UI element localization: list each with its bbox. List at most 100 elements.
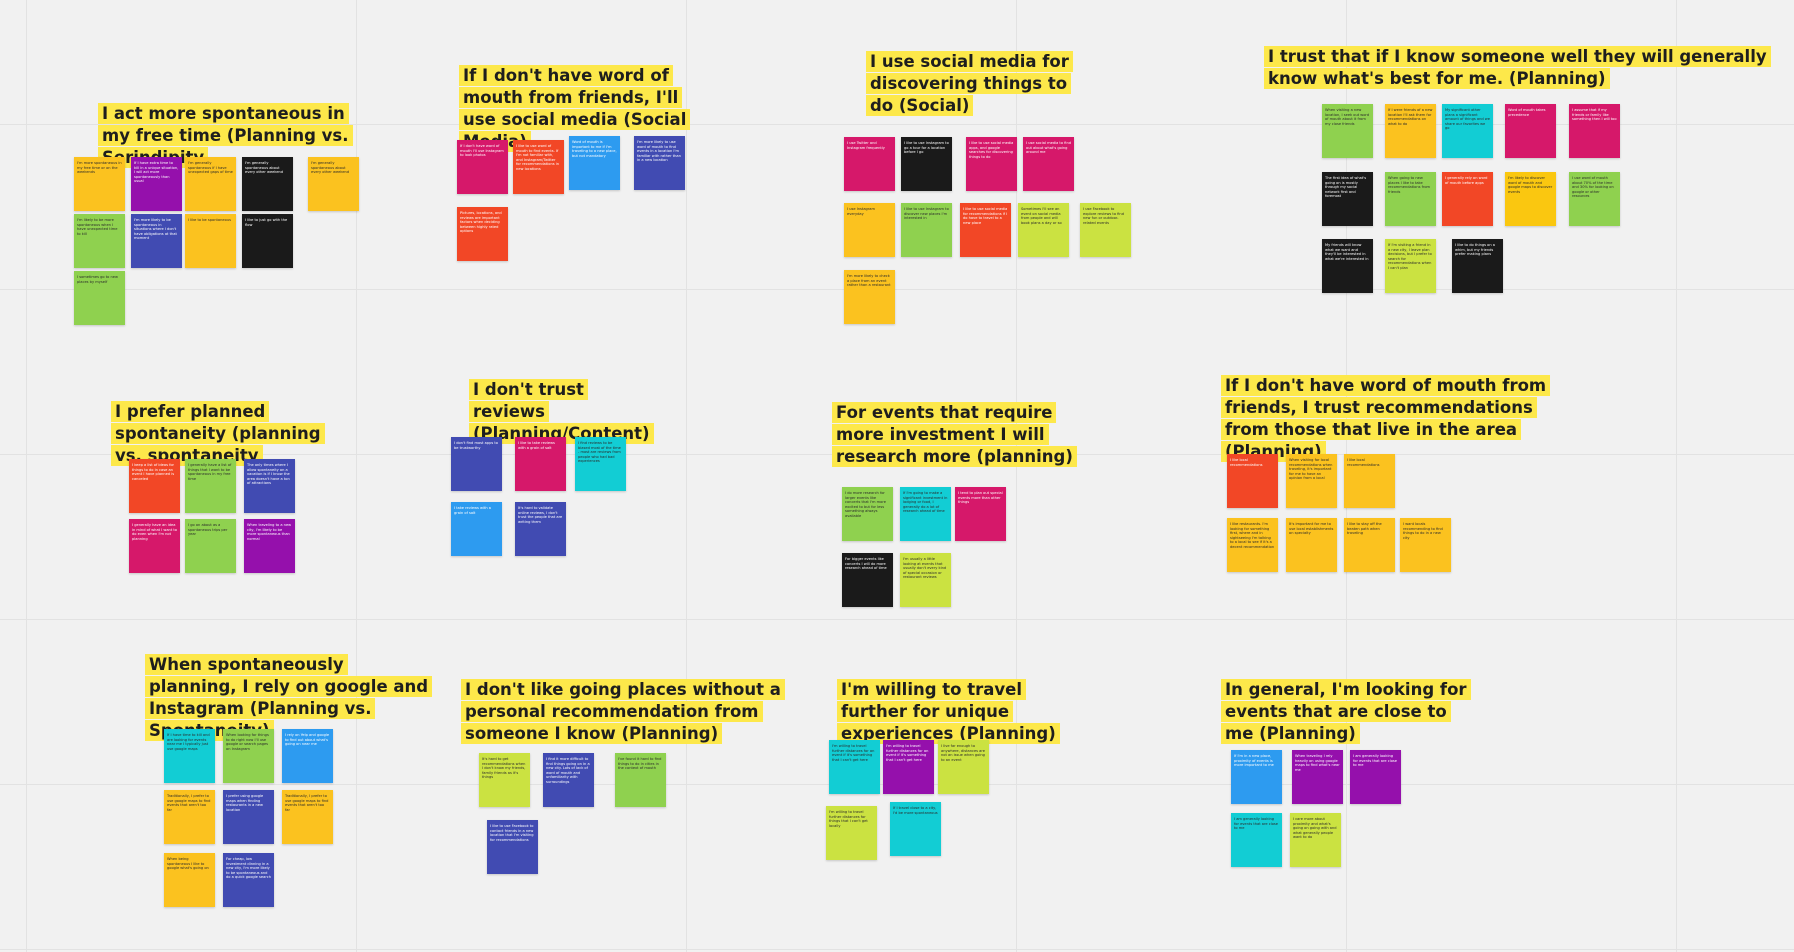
- sticky-note[interactable]: I've found it hard to find things to do …: [615, 753, 666, 807]
- sticky-note[interactable]: Word of mouth takes precedence: [1505, 104, 1556, 158]
- sticky-note[interactable]: Word of mouth is important to me if I'm …: [569, 136, 620, 190]
- sticky-note[interactable]: I take reviews with a grain of salt: [451, 502, 502, 556]
- sticky-note[interactable]: I generally have a list of things that I…: [185, 459, 236, 513]
- sticky-note[interactable]: When being spontaneous I like to google …: [164, 853, 215, 907]
- cluster-title-text: When spontaneously planning, I rely on g…: [145, 654, 433, 741]
- sticky-note[interactable]: I sometimes go to new places by myself: [74, 271, 125, 325]
- sticky-note[interactable]: Traditionally, I prefer to use google ma…: [164, 790, 215, 844]
- sticky-note[interactable]: I assume that if my friends or family li…: [1569, 104, 1620, 158]
- sticky-note[interactable]: My friends will know what we want and th…: [1322, 239, 1373, 293]
- sticky-note[interactable]: I'm more spontaneous in my free time or …: [74, 157, 125, 211]
- sticky-note[interactable]: I use word of mouth about 70% of the tim…: [1569, 172, 1620, 226]
- sticky-note[interactable]: I'm generally spontaneous if I have unex…: [185, 157, 236, 211]
- sticky-note[interactable]: The only times where I allow spontaneity…: [244, 459, 295, 513]
- cluster-title[interactable]: When spontaneously planning, I rely on g…: [145, 654, 433, 742]
- sticky-note[interactable]: I like to do things on a whim, but my fr…: [1452, 239, 1503, 293]
- sticky-note[interactable]: I am generally looking for events that a…: [1231, 813, 1282, 867]
- sticky-note[interactable]: Sometimes I'll see an event on social me…: [1018, 203, 1069, 257]
- cluster-title-text: I use social media for discovering thing…: [866, 51, 1073, 116]
- sticky-note[interactable]: I'm likely to be more spontaneous when I…: [74, 214, 125, 268]
- cluster-title[interactable]: I'm willing to travel further for unique…: [837, 679, 1087, 745]
- sticky-note[interactable]: I use social media to find out about wha…: [1023, 137, 1074, 191]
- sticky-note[interactable]: I like to be spontaneous: [185, 214, 236, 268]
- sticky-note[interactable]: I keep a list of ideas for things to do …: [129, 459, 180, 513]
- sticky-note[interactable]: I like to just go with the flow: [242, 214, 293, 268]
- sticky-note[interactable]: I generally have an idea in mind of what…: [129, 519, 180, 573]
- sticky-note[interactable]: It's important for me to use local estab…: [1286, 518, 1337, 572]
- sticky-note[interactable]: I like to use Instagram to discover new …: [901, 203, 952, 257]
- sticky-note[interactable]: I'm likely to discover word of mouth and…: [1505, 172, 1556, 226]
- sticky-note[interactable]: I find it more difficult to find things …: [543, 753, 594, 807]
- cluster-title[interactable]: For events that require more investment …: [832, 402, 1092, 468]
- sticky-note[interactable]: I like restaurants. I'm looking for some…: [1227, 518, 1278, 572]
- sticky-note[interactable]: I find reviews to be biased most of the …: [575, 437, 626, 491]
- sticky-note[interactable]: I like to use word of mouth to find even…: [513, 140, 564, 194]
- sticky-note[interactable]: I'm willing to travel further distances …: [826, 806, 877, 860]
- sticky-note[interactable]: When going to new places I like to take …: [1385, 172, 1436, 226]
- sticky-note[interactable]: I tend to plan out special events more t…: [955, 487, 1006, 541]
- cluster-title[interactable]: I don't like going places without a pers…: [461, 679, 791, 745]
- sticky-note[interactable]: If I'm going to make a significant inves…: [900, 487, 951, 541]
- sticky-note[interactable]: If I don't have word of mouth I'll use I…: [457, 140, 508, 194]
- sticky-note[interactable]: I'm generally spontaneous about every ot…: [308, 157, 359, 211]
- sticky-note[interactable]: Pictures, locations, and reviews are imp…: [457, 207, 508, 261]
- sticky-note[interactable]: The first idea of what's going on is mos…: [1322, 172, 1373, 226]
- sticky-note[interactable]: I'm more likely to use word of mouth to …: [634, 136, 685, 190]
- sticky-note[interactable]: If I travel close to a city, I'd be more…: [890, 802, 941, 856]
- cluster-title-text: I don't trust reviews (Planning/Content): [469, 379, 654, 444]
- cluster-title[interactable]: In general, I'm looking for events that …: [1221, 679, 1471, 745]
- sticky-note[interactable]: I'm more likely to be spontaneous in sit…: [131, 214, 182, 268]
- sticky-note[interactable]: I like to take reviews with a grain of s…: [515, 437, 566, 491]
- sticky-note[interactable]: I care more about proximity and what's g…: [1290, 813, 1341, 867]
- sticky-note[interactable]: I want locals recommending to find thing…: [1400, 518, 1451, 572]
- sticky-note[interactable]: I am generally looking for events that a…: [1350, 750, 1401, 804]
- sticky-note[interactable]: I'm generally spontaneous about every ot…: [242, 157, 293, 211]
- sticky-note[interactable]: I use Twitter and Instagram frequently: [844, 137, 895, 191]
- sticky-note[interactable]: When traveling I rely heavily on using g…: [1292, 750, 1343, 804]
- sticky-note[interactable]: I like to use Instagram to go a tour for…: [901, 137, 952, 191]
- sticky-note[interactable]: When looking for things to do right now …: [223, 729, 274, 783]
- sticky-note[interactable]: It's hard to validate online reviews, I …: [515, 502, 566, 556]
- sticky-note[interactable]: I'm usually a little looking at events t…: [900, 553, 951, 607]
- cluster-title[interactable]: I don't trust reviews (Planning/Content): [469, 379, 654, 445]
- sticky-note[interactable]: I generally rely on word of mouth before…: [1442, 172, 1493, 226]
- sticky-note[interactable]: If I'm visiting a friend in a new city, …: [1385, 239, 1436, 293]
- sticky-note[interactable]: I use Facebook to explore reviews to fin…: [1080, 203, 1131, 257]
- sticky-note[interactable]: Traditionally, I prefer to use google ma…: [282, 790, 333, 844]
- sticky-note[interactable]: I rely on Yelp and google to find out ab…: [282, 729, 333, 783]
- sticky-note[interactable]: If I were friends of a new location I'll…: [1385, 104, 1436, 158]
- cluster-title[interactable]: I trust that if I know someone well they…: [1264, 46, 1784, 90]
- sticky-note[interactable]: For cheap, low investment dinning in a n…: [223, 853, 274, 907]
- sticky-note[interactable]: I like to use social media apps, and goo…: [966, 137, 1017, 191]
- sticky-note[interactable]: When visiting a new location, I seek out…: [1322, 104, 1373, 158]
- sticky-note[interactable]: It's hard to get recommendations when I …: [479, 753, 530, 807]
- sticky-note[interactable]: I'm willing to travel further distances …: [883, 740, 934, 794]
- sticky-note[interactable]: I like local recommendations: [1344, 454, 1395, 508]
- sticky-note[interactable]: I do more research for larger events lik…: [842, 487, 893, 541]
- sticky-note[interactable]: I'm more likely to check a place from an…: [844, 270, 895, 324]
- sticky-note[interactable]: My significant other plans a significant…: [1442, 104, 1493, 158]
- sticky-note[interactable]: I use Instagram everyday: [844, 203, 895, 257]
- sticky-note[interactable]: I don't find most apps to be trustworthy: [451, 437, 502, 491]
- sticky-note[interactable]: I like to use social media for recommend…: [960, 203, 1011, 257]
- sticky-note[interactable]: If I have time to kill and are looking f…: [164, 729, 215, 783]
- cluster-title[interactable]: I prefer planned spontaneity (planning v…: [111, 401, 341, 467]
- cluster-title-text: I'm willing to travel further for unique…: [837, 679, 1060, 744]
- sticky-note[interactable]: I like local recommendations: [1227, 454, 1278, 508]
- sticky-note[interactable]: When visiting for local recommendations …: [1286, 454, 1337, 508]
- cluster-title-text: If I don't have word of mouth from frien…: [1221, 375, 1551, 462]
- sticky-note[interactable]: When traveling to a new city, I'm likely…: [244, 519, 295, 573]
- sticky-note[interactable]: I live far enough to anywhere, distances…: [938, 740, 989, 794]
- sticky-note[interactable]: I'm willing to travel further distances …: [829, 740, 880, 794]
- sticky-note[interactable]: I like to use Facebook to contact friend…: [487, 820, 538, 874]
- sticky-note[interactable]: I go on about as a spontaneous trips per…: [185, 519, 236, 573]
- cluster-title[interactable]: If I don't have word of mouth from frien…: [1221, 375, 1571, 463]
- sticky-note[interactable]: I prefer using google maps when finding …: [223, 790, 274, 844]
- cluster-title[interactable]: I use social media for discovering thing…: [866, 51, 1086, 117]
- sticky-note[interactable]: If I'm in a new place, proximity of even…: [1231, 750, 1282, 804]
- sticky-note[interactable]: I like to stay off the beaten path when …: [1344, 518, 1395, 572]
- cluster-title-text: I don't like going places without a pers…: [461, 679, 785, 744]
- sticky-note[interactable]: If I have extra time to kill in a unique…: [131, 157, 182, 211]
- sticky-note[interactable]: For bigger events like concerts I will d…: [842, 553, 893, 607]
